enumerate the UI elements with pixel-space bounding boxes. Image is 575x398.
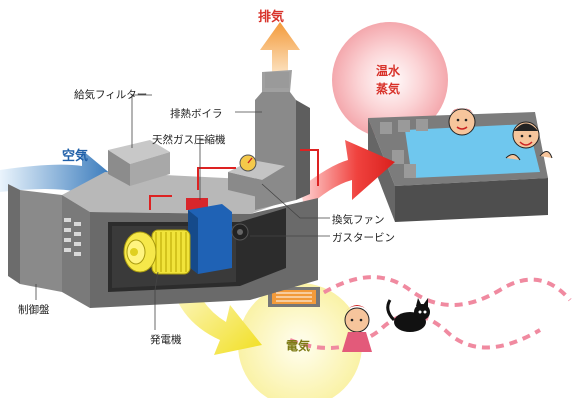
intake-filter-label: 給気フィルター [74,89,148,101]
leader-lines [35,94,330,330]
steam-label: 蒸気 [376,82,401,96]
heat-arrow [300,140,395,210]
gas-turbine-label: ガスタービン [332,232,395,244]
exhaust-label: 排気 [258,10,285,25]
heater-illustration [268,287,320,307]
hot-water-bubble [332,22,448,138]
electricity-bubble [238,283,362,398]
cat-character [386,298,430,332]
control-panel-label: 制御盤 [18,304,50,316]
girl-character [342,305,372,352]
ventilation-fan-label: 換気ファン [332,214,385,226]
cogeneration-unit [8,70,319,308]
electricity-label: 電気 [286,339,311,353]
hot-water-label: 温水 [376,64,401,78]
generator-label: 発電機 [150,334,182,346]
air-label: 空気 [62,149,89,164]
exhaust-arrow [260,22,300,78]
hot-bath-illustration [368,108,553,222]
exhaust-boiler-label: 排熱ボイラ [170,108,223,120]
dashed-path [310,275,572,307]
gas-compressor-label: 天然ガス圧縮機 [152,134,226,146]
